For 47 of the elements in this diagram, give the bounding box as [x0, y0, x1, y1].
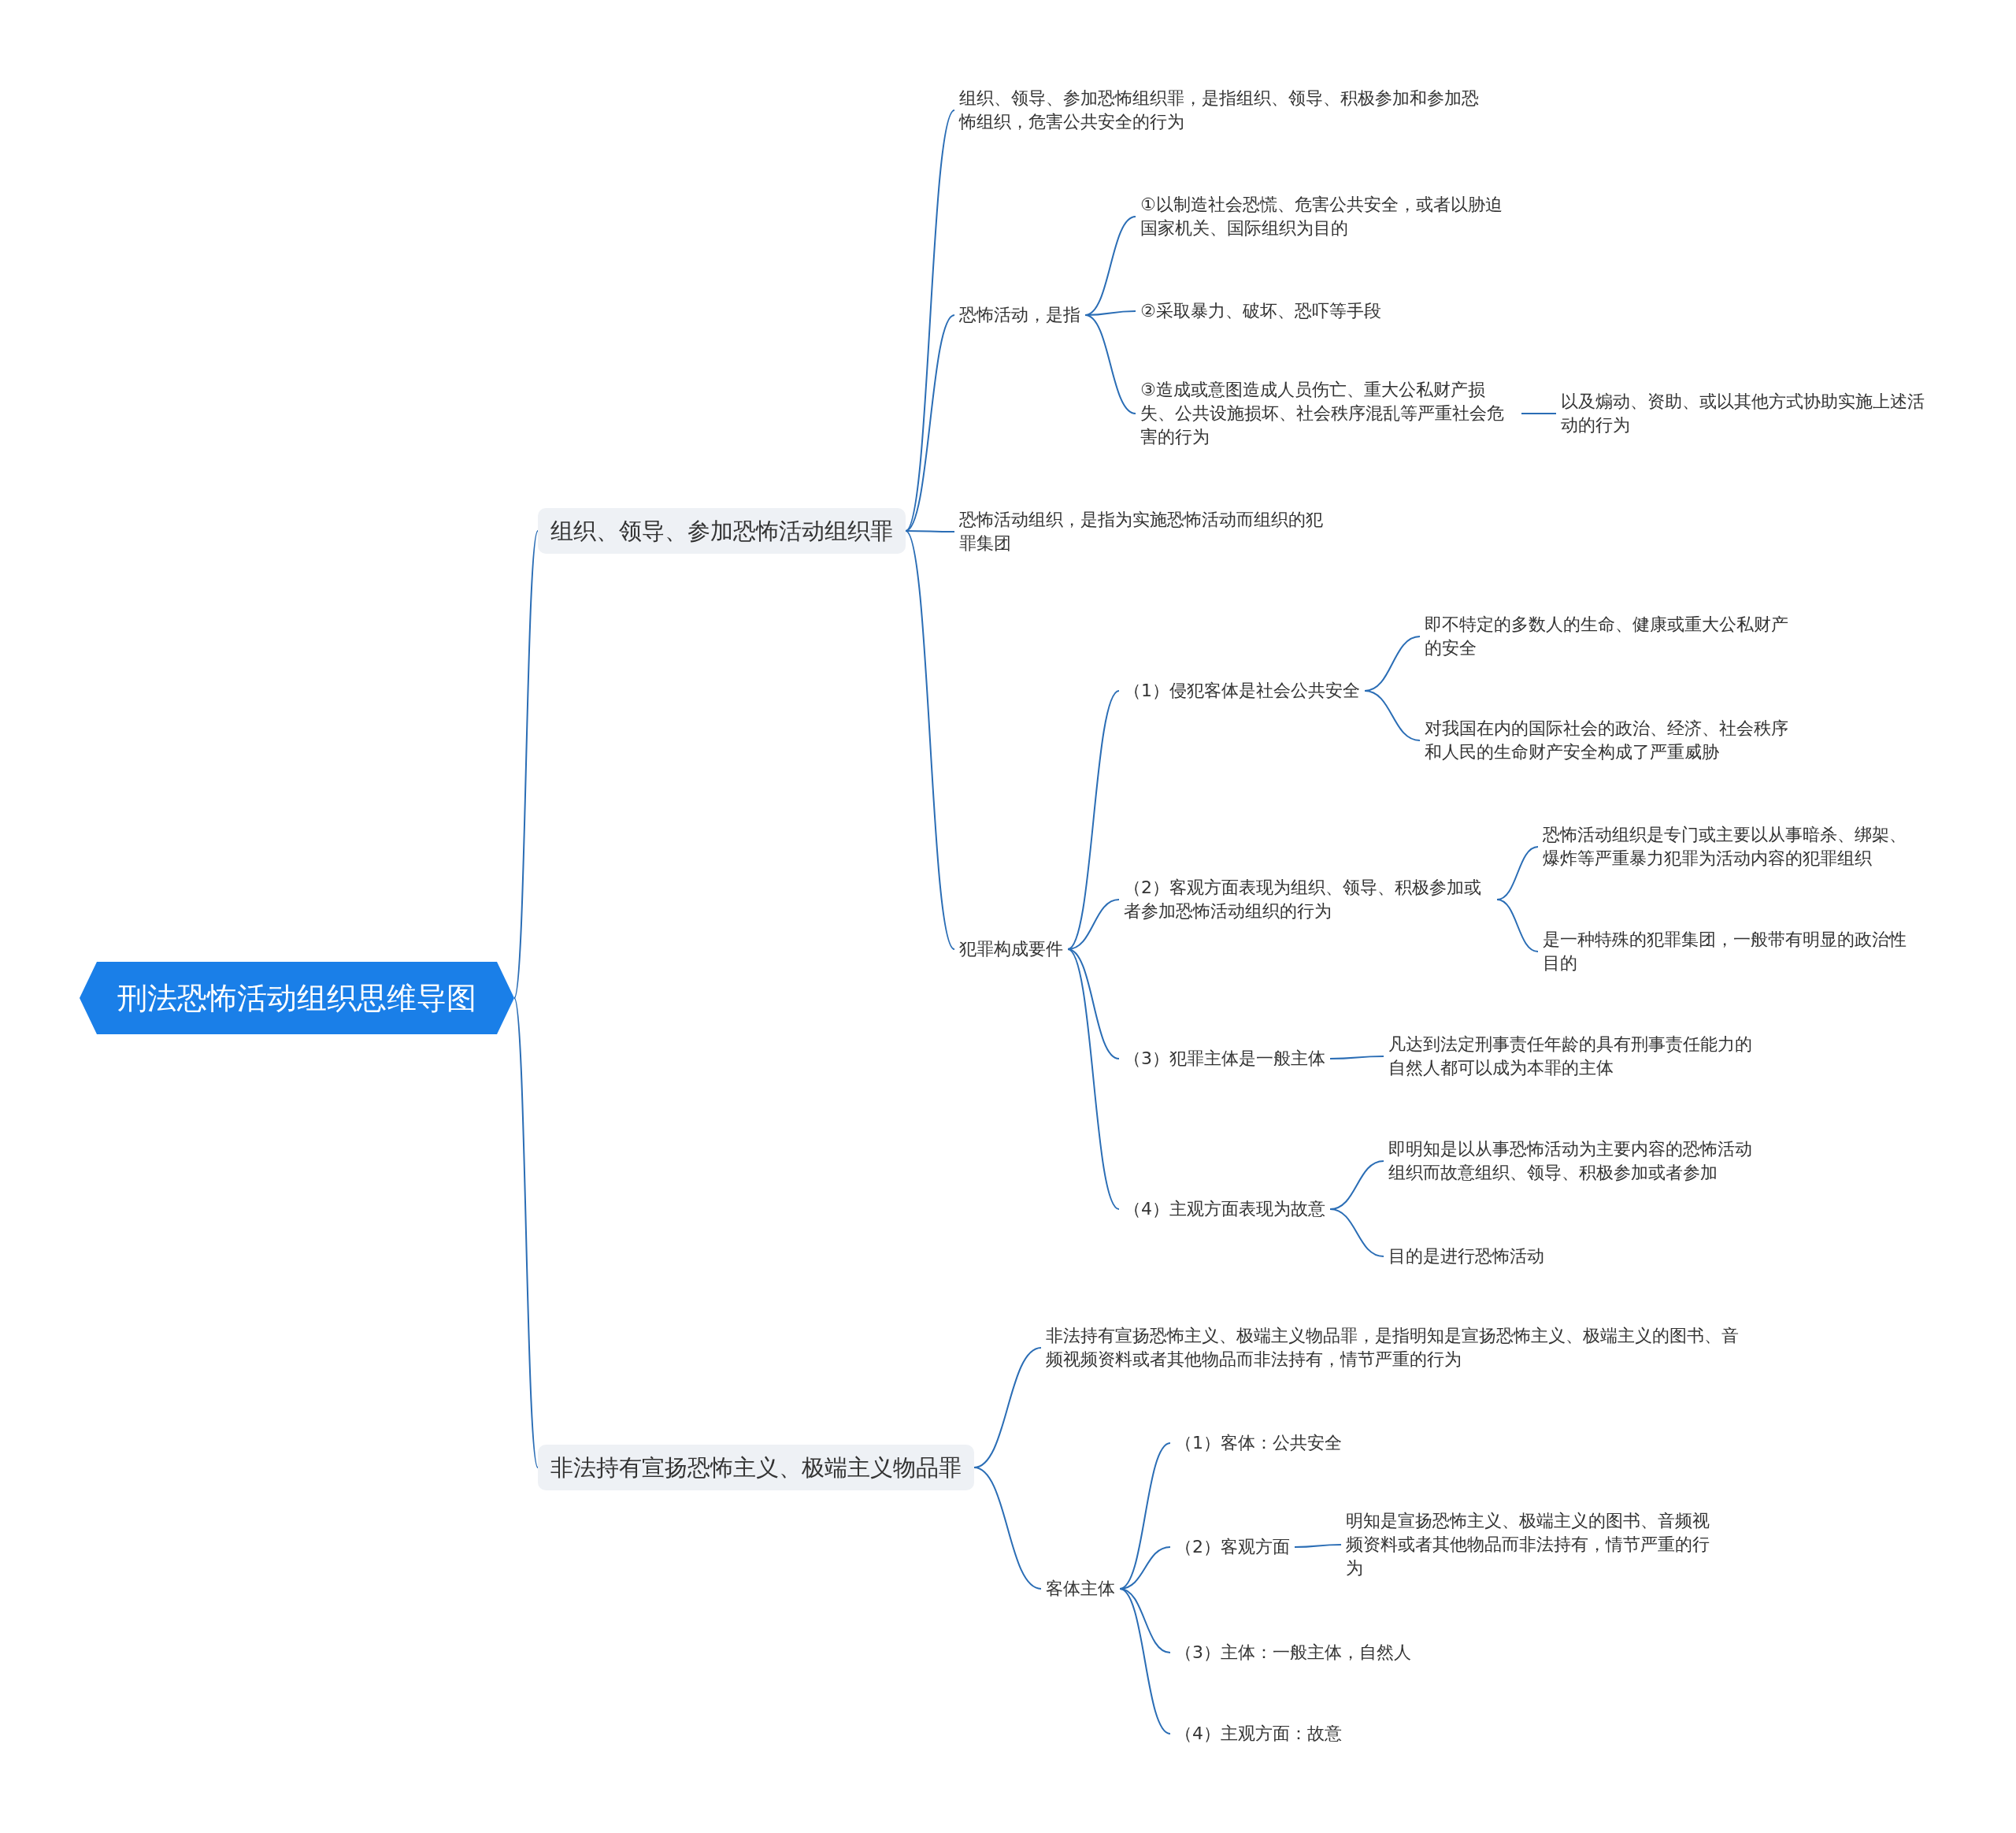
subtopic-text: 组织、领导、参加恐怖组织罪，是指组织、领导、积极参加和参加恐怖组织，危害公共安全的行为 [954, 87, 1490, 134]
branch-line [905, 109, 955, 532]
subtopic-text: 以及煽动、资助、或以其他方式协助实施上述活动的行为 [1556, 390, 1942, 437]
main-topic: 组织、领导、参加恐怖活动组织罪 [538, 508, 906, 554]
subtopic-text: （1）侵犯客体是社会公共安全 [1119, 679, 1365, 703]
subtopic-text: 明知是宣扬恐怖主义、极端主义的图书、音频视频资料或者其他物品而非法持有，情节严重的行为 [1341, 1509, 1727, 1580]
subtopic-text: （3）主体：一般主体，自然人 [1170, 1641, 1416, 1664]
subtopic-text: （2）客观方面 [1170, 1535, 1295, 1559]
subtopic-text: （1）客体：公共安全 [1170, 1431, 1347, 1455]
branch-line [1364, 690, 1421, 741]
subtopic-text: 是一种特殊的犯罪集团，一般带有明显的政治性目的 [1538, 928, 1924, 975]
branch-line [905, 314, 955, 532]
subtopic-text: 恐怖活动组织，是指为实施恐怖活动而组织的犯罪集团 [954, 508, 1340, 555]
subtopic-text: 恐怖活动组织是专门或主要以从事暗杀、绑架、爆炸等严重暴力犯罪为活动内容的犯罪组织 [1538, 823, 1924, 870]
branch-line [905, 530, 955, 532]
subtopic-text: （3）犯罪主体是一般主体 [1119, 1047, 1330, 1070]
branch-line [905, 530, 955, 950]
subtopic-text: 非法持有宣扬恐怖主义、极端主义物品罪，是指明知是宣扬恐怖主义、极端主义的图书、音频视频资料或者其他物品而非法持有，情节严重的行为 [1041, 1324, 1758, 1371]
main-topic: 非法持有宣扬恐怖主义、极端主义物品罪 [538, 1445, 974, 1490]
branch-line [513, 997, 539, 1468]
subtopic-text: （2）客观方面表现为组织、领导、积极参加或者参加恐怖活动组织的行为 [1119, 876, 1497, 923]
subtopic-text: ①以制造社会恐慌、危害公共安全，或者以胁迫国家机关、国际组织为目的 [1136, 193, 1521, 240]
branch-line [1084, 314, 1136, 414]
subtopic-text: 即明知是以从事恐怖活动为主要内容的恐怖活动组织而故意组织、领导、积极参加或者参加 [1384, 1137, 1770, 1185]
subtopic-text: 犯罪构成要件 [954, 937, 1068, 961]
subtopic-text: （4）主观方面表现为故意 [1119, 1197, 1330, 1221]
branch-line [973, 1467, 1042, 1590]
subtopic-text: 目的是进行恐怖活动 [1384, 1245, 1549, 1268]
subtopic-text: 客体主体 [1041, 1577, 1120, 1601]
subtopic-text: （4）主观方面：故意 [1170, 1722, 1347, 1746]
branch-line [1329, 1056, 1384, 1059]
subtopic-text: ③造成或意图造成人员伤亡、重大公私财产损失、公共设施损坏、社会秩序混乱等严重社会危害的行为 [1136, 378, 1521, 449]
branch-line [1067, 948, 1120, 1210]
branch-line [513, 530, 539, 999]
branch-line [1067, 948, 1120, 1059]
subtopic-text: 即不特定的多数人的生命、健康或重大公私财产的安全 [1420, 613, 1806, 660]
subtopic-text: ②采取暴力、破坏、恐吓等手段 [1136, 299, 1386, 323]
branch-line [1067, 690, 1120, 950]
branch-line [1329, 1208, 1384, 1257]
subtopic-text: 凡达到法定刑事责任年龄的具有刑事责任能力的自然人都可以成为本罪的主体 [1384, 1033, 1770, 1080]
subtopic-text: 对我国在内的国际社会的政治、经济、社会秩序和人民的生命财产安全构成了严重威胁 [1420, 717, 1806, 764]
subtopic-text: 恐怖活动，是指 [954, 303, 1085, 327]
branch-line [1294, 1544, 1342, 1548]
branch-line [1496, 899, 1539, 952]
central-topic: 刑法恐怖活动组织思维导图 [80, 962, 514, 1034]
branch-line [1119, 1588, 1171, 1735]
branch-line [1521, 413, 1557, 414]
